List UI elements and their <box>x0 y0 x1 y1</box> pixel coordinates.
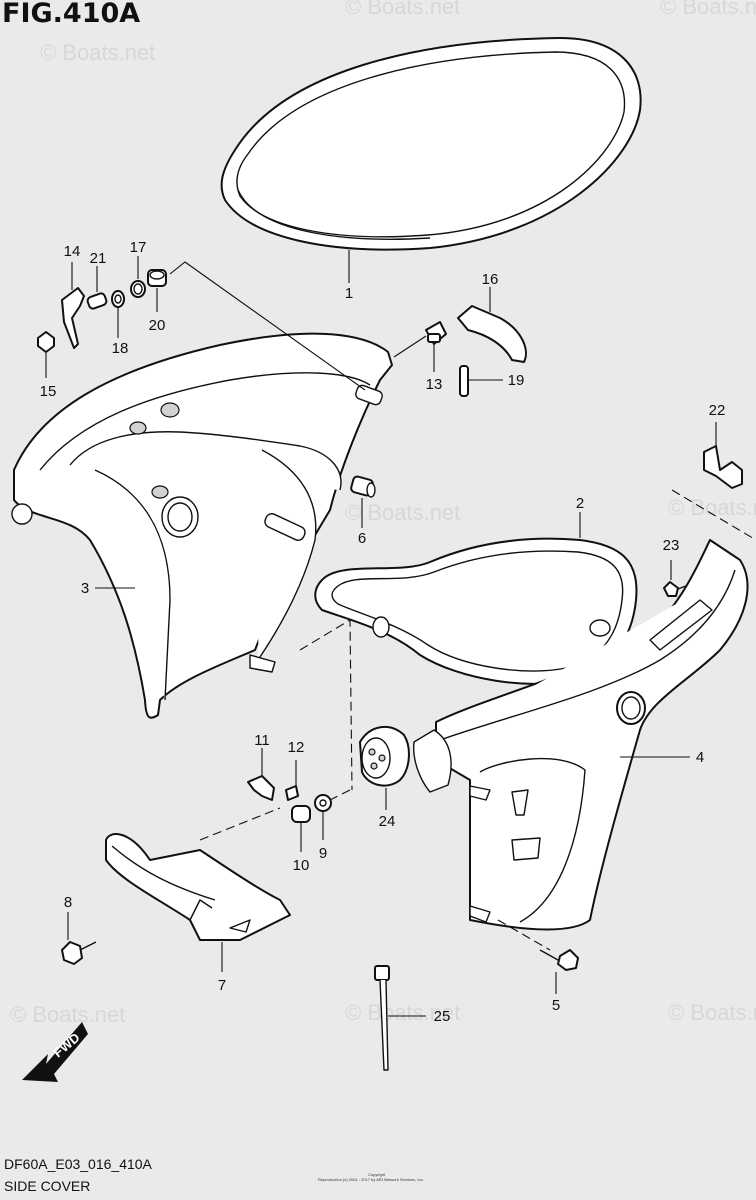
section-title: SIDE COVER <box>4 1178 91 1194</box>
part-side-seal <box>314 512 638 685</box>
callout-13: 13 <box>426 376 443 393</box>
part-lower-cover <box>105 833 291 972</box>
callout-labels: 1 2 3 4 5 6 7 8 9 10 11 12 13 14 15 16 1… <box>40 239 726 1025</box>
part-washer-9 <box>314 794 332 840</box>
part-pin-19 <box>459 365 503 397</box>
part-screw-23 <box>663 560 697 597</box>
callout-5: 5 <box>552 997 560 1014</box>
part-cable-tie-25 <box>374 965 426 1071</box>
callout-20: 20 <box>149 317 166 334</box>
callout-23: 23 <box>663 537 680 554</box>
watermark: © Boats.net <box>668 1000 756 1025</box>
callout-7: 7 <box>218 977 226 994</box>
watermark-group: © Boats.net © Boats.net © Boats.net © Bo… <box>10 0 756 1027</box>
part-clip-22 <box>703 422 743 489</box>
part-right-side-cover <box>413 539 749 931</box>
watermark: © Boats.net <box>40 40 155 65</box>
callout-12: 12 <box>288 739 305 756</box>
part-grommet-24 <box>359 726 410 810</box>
part-grommet-6 <box>350 475 376 528</box>
callout-14: 14 <box>64 243 81 260</box>
callout-15: 15 <box>40 383 57 400</box>
callout-19: 19 <box>508 372 525 389</box>
callout-16: 16 <box>482 271 499 288</box>
part-screw-5 <box>539 949 579 994</box>
part-seal-ring <box>220 37 642 283</box>
watermark: © Boats.net <box>345 500 460 525</box>
part-latch-16 <box>457 287 527 363</box>
callout-3: 3 <box>81 580 89 597</box>
part-stud-13 <box>425 321 447 372</box>
part-bolt-15 <box>37 331 55 378</box>
callout-10: 10 <box>293 857 310 874</box>
fwd-direction-badge: FWD <box>22 1022 88 1082</box>
figure-code: DF60A_E03_016_410A <box>4 1156 152 1172</box>
part-washer-18 <box>111 290 125 338</box>
callout-1: 1 <box>345 285 353 302</box>
watermark: © Boats.net <box>10 1002 125 1027</box>
callout-21: 21 <box>90 250 107 267</box>
callout-9: 9 <box>319 845 327 862</box>
part-grommet-10 <box>291 805 311 852</box>
part-bolt-8 <box>61 912 97 965</box>
watermark: © Boats.net <box>660 0 756 19</box>
callout-6: 6 <box>358 530 366 547</box>
part-bracket-14 <box>61 262 85 349</box>
copyright-notice: Reproduction (c) 2004 - 2017 by ARI Netw… <box>318 1177 424 1182</box>
watermark: © Boats.net <box>345 0 460 19</box>
figure-title: FIG.410A <box>2 0 141 29</box>
callout-18: 18 <box>112 340 129 357</box>
part-grommet-20 <box>147 269 167 312</box>
callout-17: 17 <box>130 239 147 256</box>
callout-22: 22 <box>709 402 726 419</box>
part-collar-21 <box>86 266 108 310</box>
callout-11: 11 <box>254 732 270 749</box>
callout-4: 4 <box>696 749 704 766</box>
callout-2: 2 <box>576 495 584 512</box>
part-screw-12 <box>285 760 299 801</box>
callout-25: 25 <box>434 1008 451 1025</box>
callout-8: 8 <box>64 894 72 911</box>
copyright-label: Copyright <box>368 1172 386 1177</box>
callout-24: 24 <box>379 813 396 830</box>
part-left-side-cover <box>11 332 393 719</box>
part-ring-17 <box>130 256 146 298</box>
watermark: © Boats.net <box>668 495 756 520</box>
watermark: © Boats.net <box>345 1000 460 1025</box>
part-clip-11 <box>247 748 275 801</box>
